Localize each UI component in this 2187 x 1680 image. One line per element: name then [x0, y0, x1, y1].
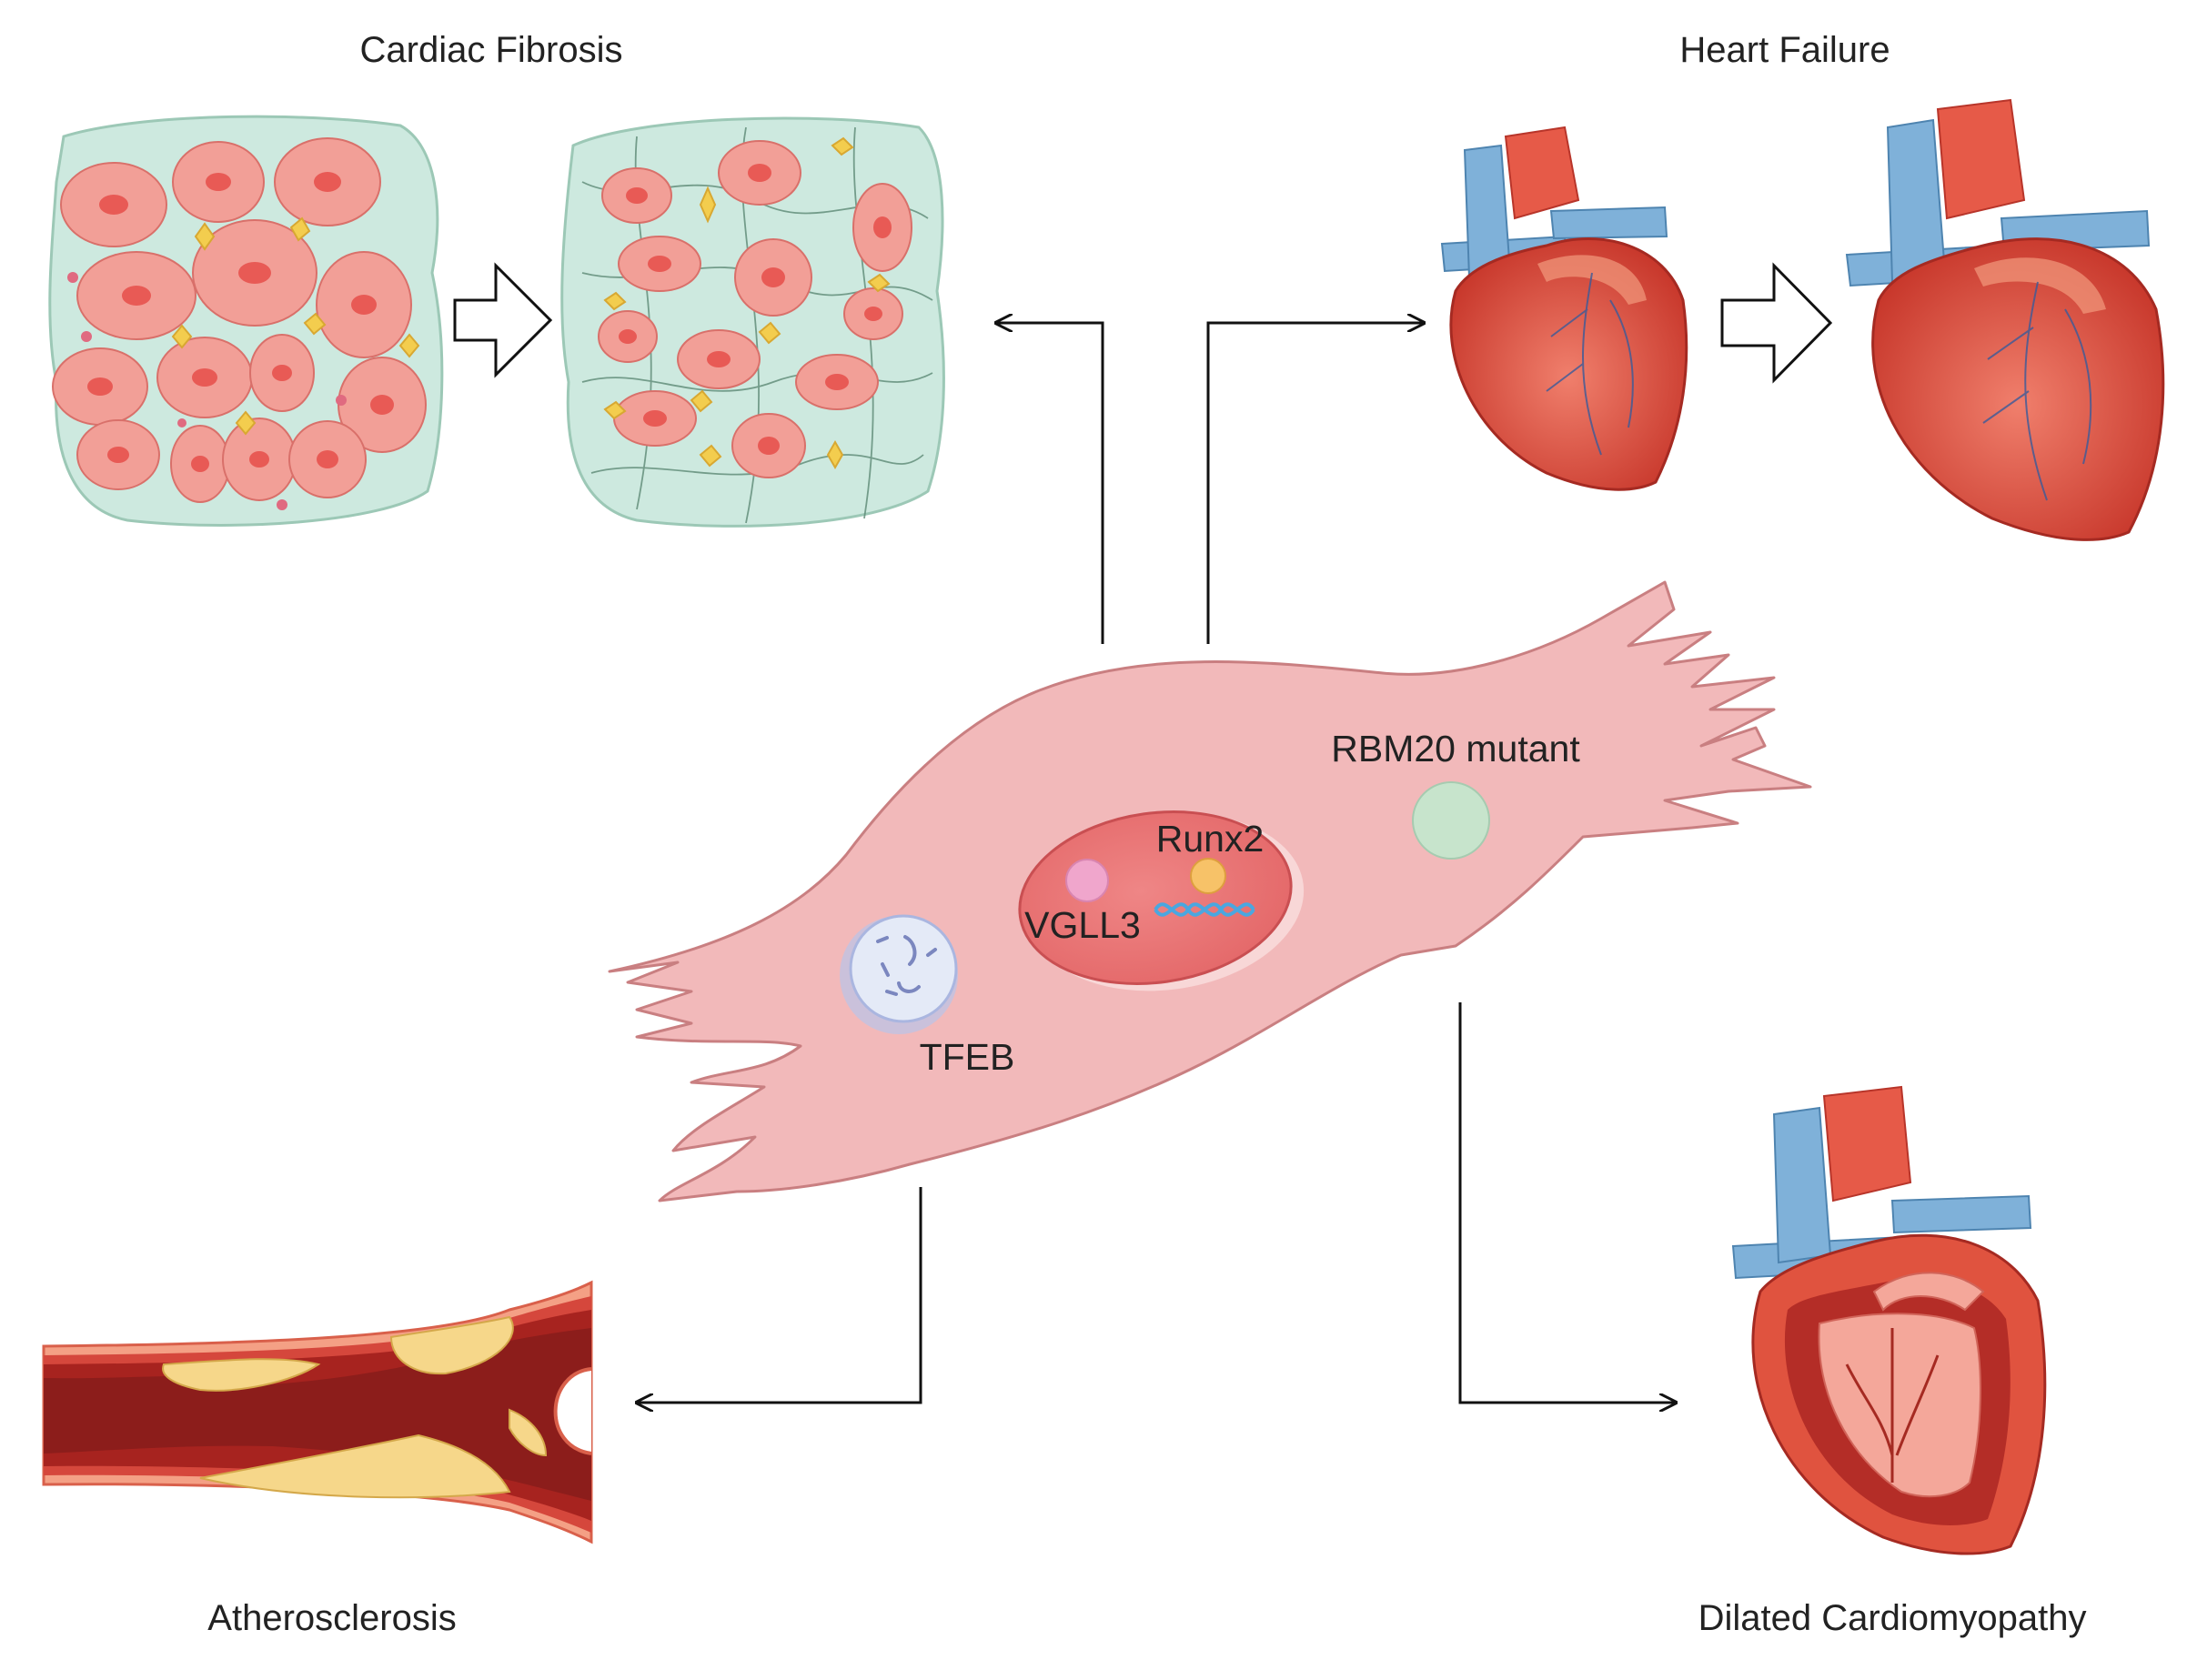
hollow-arrow-icon — [453, 262, 553, 378]
dilated-cardiomyopathy-panel: Dilated Cardiomyopathy — [1698, 1085, 2087, 1638]
arrow-to-atherosclerosis — [637, 1187, 922, 1403]
cardiomyocyte-icon: RBM20 mutant Runx2 VGLL3 TFEB — [608, 580, 1812, 1202]
enlarged-heart-icon — [1845, 98, 2165, 541]
artery-plaque-icon — [42, 1280, 593, 1544]
lysosome-icon — [840, 914, 958, 1034]
heart-failure-title: Heart Failure — [1679, 30, 1890, 70]
vgll3-protein — [1065, 859, 1109, 902]
tissue-normal-icon — [48, 115, 444, 527]
tissue-fibrotic-icon — [560, 116, 945, 528]
cardiac-fibrosis-title: Cardiac Fibrosis — [360, 30, 623, 70]
runx2-protein — [1190, 858, 1226, 894]
atherosclerosis-title: Atherosclerosis — [207, 1598, 456, 1638]
dna-icon — [1154, 902, 1255, 917]
heart-failure-panel: Heart Failure — [1440, 30, 2165, 541]
heart-section-icon — [1731, 1085, 2047, 1555]
runx2-label: Runx2 — [1156, 818, 1265, 860]
cardiac-fibrosis-panel: Cardiac Fibrosis — [48, 30, 945, 528]
hollow-arrow-icon — [1720, 262, 1833, 384]
heart-icon — [1440, 126, 1688, 491]
atherosclerosis-panel: Atherosclerosis — [42, 1280, 593, 1638]
tfeb-label: TFEB — [920, 1036, 1015, 1078]
arrow-to-cardiac-fibrosis — [996, 323, 1104, 644]
vgll3-label: VGLL3 — [1024, 904, 1141, 946]
nucleus — [1018, 810, 1305, 991]
rbm20-granule — [1412, 781, 1490, 860]
connector-arrows — [637, 323, 1676, 1403]
rbm20-label: RBM20 mutant — [1331, 728, 1580, 770]
dilated-cardiomyopathy-title: Dilated Cardiomyopathy — [1698, 1598, 2087, 1638]
arrow-to-dilated-cardiomyopathy — [1458, 1002, 1676, 1403]
arrow-to-heart-failure — [1206, 323, 1424, 644]
